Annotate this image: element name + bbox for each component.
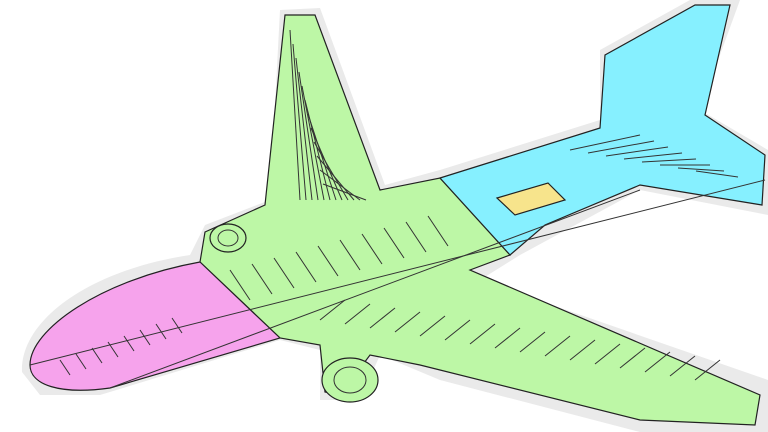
- structure-line: [229, 269, 251, 301]
- structure-line: [251, 263, 273, 295]
- structure-line: [316, 155, 355, 201]
- structure-line: [405, 221, 427, 253]
- structure-line: [289, 29, 301, 201]
- structure-line: [444, 319, 471, 341]
- structure-line: [677, 167, 725, 172]
- cargo-highlight: [495, 182, 567, 216]
- structure-line: [419, 315, 446, 337]
- structure-line: [301, 85, 325, 201]
- structure-line: [605, 146, 669, 157]
- engine-right: [209, 223, 247, 253]
- structure-line: [273, 257, 295, 289]
- structure-line: [695, 170, 739, 178]
- structure-line: [317, 245, 339, 277]
- structure-line: [669, 355, 696, 377]
- structure-line: [369, 307, 396, 329]
- structure-line: [298, 71, 319, 201]
- structure-line: [322, 183, 367, 201]
- engine-left: [321, 357, 379, 403]
- structure-line: [544, 335, 571, 357]
- structure-line: [394, 311, 421, 333]
- structure-line: [469, 323, 496, 345]
- structure-line: [494, 327, 521, 349]
- structure-line: [383, 227, 405, 259]
- structure-line: [123, 335, 135, 352]
- structure-line: [75, 353, 87, 370]
- structure-line: [307, 113, 337, 201]
- structure-line: [623, 152, 683, 160]
- structure-line: [641, 158, 697, 163]
- tail-section: [438, 4, 766, 256]
- structure-line: [295, 57, 313, 201]
- structure-lines: [29, 29, 766, 389]
- structure-line: [427, 215, 449, 247]
- structure-line: [313, 141, 349, 201]
- structure-line: [59, 359, 71, 376]
- structure-line: [339, 239, 361, 271]
- structure-line: [319, 299, 346, 321]
- structure-line: [109, 189, 641, 389]
- structure-line: [91, 347, 103, 364]
- structure-line: [569, 134, 641, 151]
- structure-line: [292, 43, 307, 201]
- structure-line: [594, 343, 621, 365]
- structure-line: [569, 339, 596, 361]
- structure-line: [644, 351, 671, 373]
- structure-line: [587, 140, 655, 154]
- structure-line: [295, 251, 317, 283]
- center-section: [199, 14, 761, 426]
- structure-line: [619, 347, 646, 369]
- structure-line: [171, 317, 183, 334]
- structure-line: [155, 323, 167, 340]
- structure-line: [694, 359, 721, 381]
- structure-line: [139, 329, 151, 346]
- structure-line: [29, 179, 766, 366]
- structure-line: [519, 331, 546, 353]
- structure-line: [361, 233, 383, 265]
- structure-line: [344, 303, 371, 325]
